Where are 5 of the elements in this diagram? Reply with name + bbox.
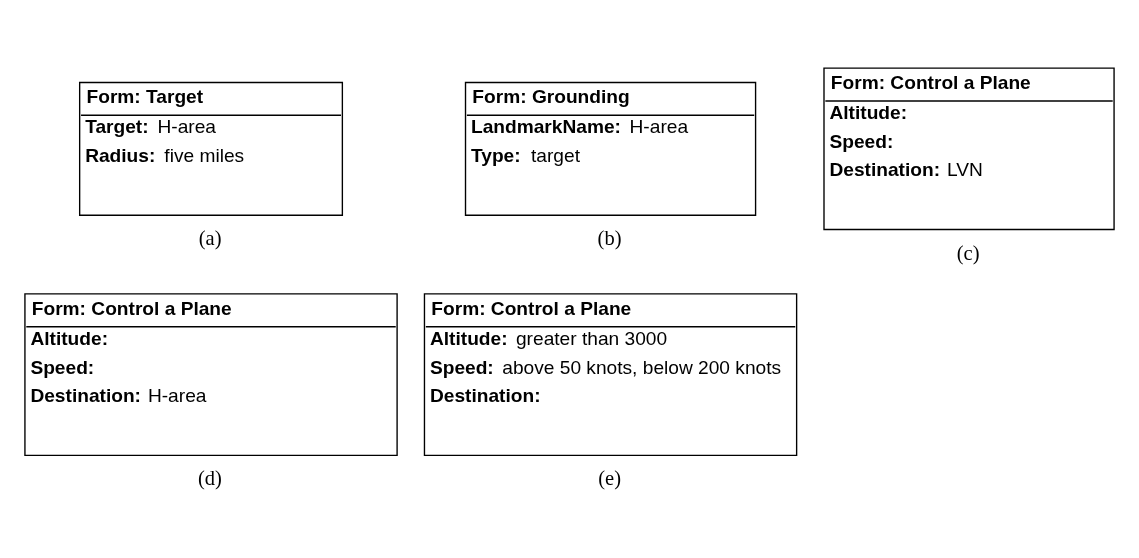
node-label: (c) bbox=[956, 241, 980, 264]
node-label: (e) bbox=[598, 466, 622, 489]
node-label: (b) bbox=[597, 226, 622, 249]
node-label: (a) bbox=[198, 226, 222, 249]
node-label: (d) bbox=[198, 466, 222, 489]
